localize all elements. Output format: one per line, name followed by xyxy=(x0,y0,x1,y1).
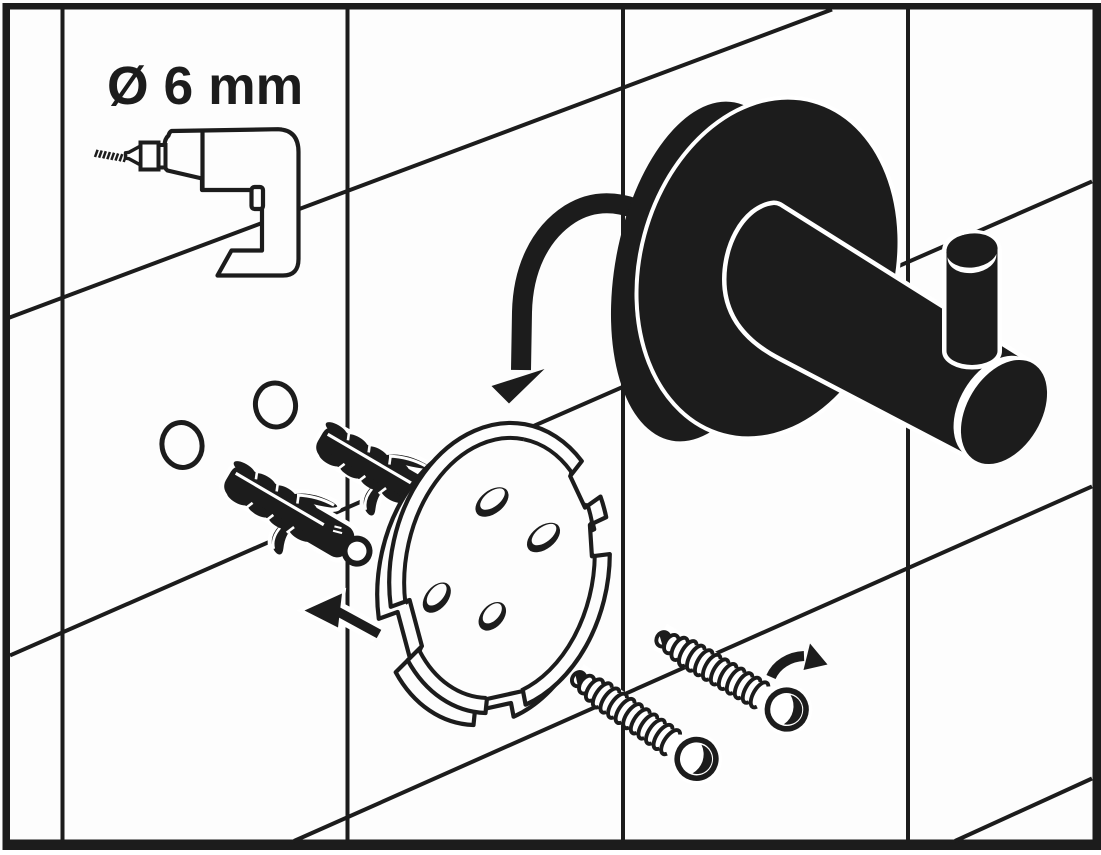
svg-text:Ø 6 mm: Ø 6 mm xyxy=(107,57,303,116)
